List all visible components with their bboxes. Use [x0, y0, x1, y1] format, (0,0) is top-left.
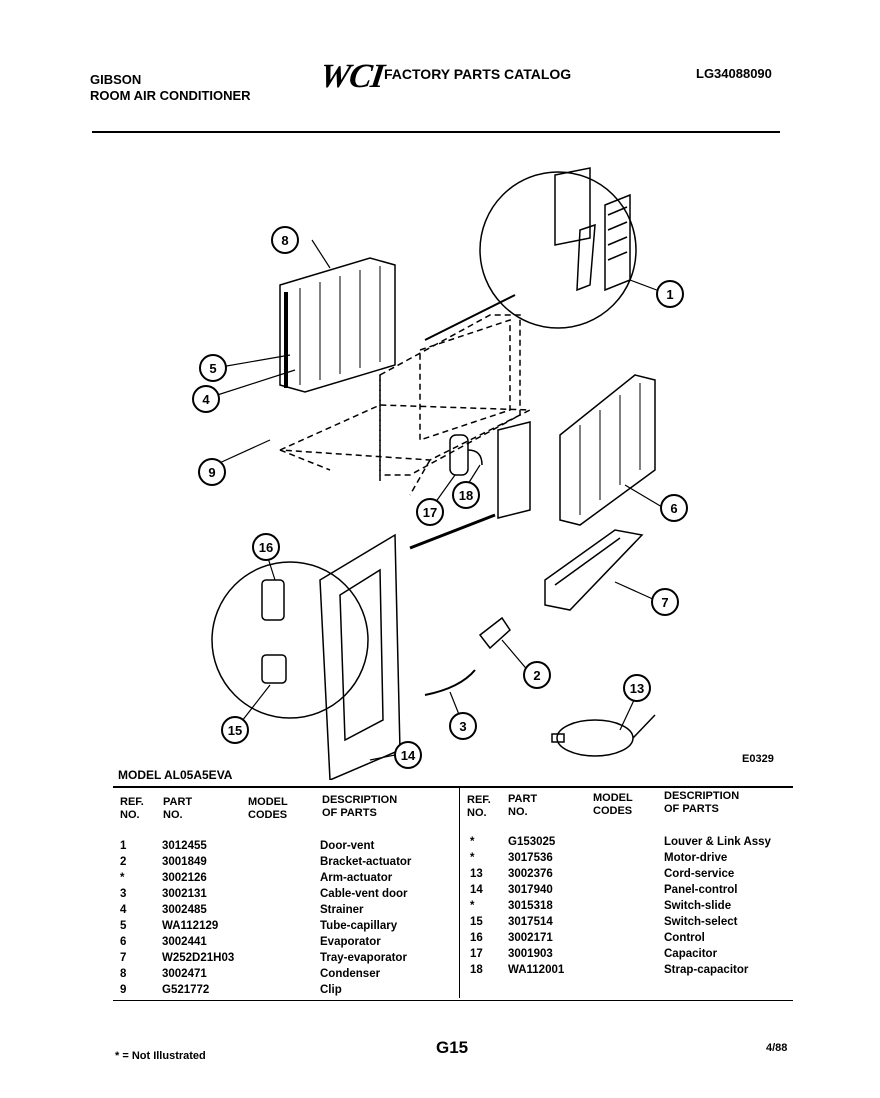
- callout-4: 4: [192, 385, 220, 413]
- control-detail-circle: [211, 561, 369, 719]
- figure-id: E0329: [742, 753, 774, 765]
- evaporator-part: [559, 374, 656, 526]
- catalog-number: LG34088090: [696, 66, 772, 81]
- catalog-date: 4/88: [766, 1042, 788, 1054]
- exploded-parts-diagram: 8 1 5 4 9 6 17 18 16 7 2 13 3 15 14: [192, 167, 688, 780]
- model-label: MODEL AL05A5EVA: [118, 768, 233, 782]
- svg-text:2: 2: [533, 668, 540, 683]
- door-vent-detail-circle: [479, 171, 637, 329]
- header-ref-no-left: REF.NO.: [120, 796, 144, 821]
- callout-18: 18: [452, 481, 480, 509]
- service-cord-part: [551, 714, 656, 757]
- callout-9: 9: [198, 458, 226, 486]
- callout-7: 7: [651, 588, 679, 616]
- svg-text:8: 8: [281, 233, 288, 248]
- header-ref-no-right: REF.NO.: [467, 794, 491, 819]
- callout-15: 15: [221, 716, 249, 744]
- callout-1: 1: [656, 280, 684, 308]
- svg-text:17: 17: [423, 505, 437, 520]
- tray-evaporator-part: [544, 529, 644, 611]
- svg-text:18: 18: [459, 488, 473, 503]
- callout-2: 2: [523, 661, 551, 689]
- condenser-part: [279, 257, 396, 393]
- panel-control-part: [319, 533, 401, 780]
- table-divider: [459, 788, 460, 998]
- brand-name: GIBSON: [90, 72, 142, 87]
- wci-logo: WCI: [317, 58, 386, 95]
- door-vent-part: [554, 167, 631, 292]
- cable-part: [424, 669, 476, 696]
- header-rule: [92, 131, 780, 133]
- svg-text:4: 4: [202, 392, 210, 407]
- svg-text:5: 5: [209, 361, 216, 376]
- product-name: ROOM AIR CONDITIONER: [90, 88, 251, 103]
- callout-17: 17: [416, 498, 444, 526]
- callout-13: 13: [623, 674, 651, 702]
- control-part: [261, 579, 287, 684]
- svg-text:9: 9: [208, 465, 215, 480]
- callout-3: 3: [449, 712, 477, 740]
- callout-14: 14: [394, 741, 422, 769]
- callout-8: 8: [271, 226, 299, 254]
- svg-text:1: 1: [666, 287, 673, 302]
- bracket-actuator-part: [478, 616, 511, 650]
- control-bracket-part: [497, 421, 531, 519]
- svg-text:14: 14: [401, 748, 416, 763]
- callout-5: 5: [199, 354, 227, 382]
- page-number: G15: [436, 1038, 469, 1057]
- callout-6: 6: [660, 494, 688, 522]
- parts-table: [113, 786, 793, 1001]
- cabinet-outline: [279, 314, 531, 496]
- catalog-title: FACTORY PARTS CATALOG: [384, 66, 572, 82]
- svg-text:13: 13: [630, 681, 644, 696]
- brand-block: GIBSON ROOM AIR CONDITIONER: [90, 72, 251, 104]
- not-illustrated-note: * = Not Illustrated: [115, 1050, 206, 1062]
- svg-text:15: 15: [228, 723, 242, 738]
- svg-text:7: 7: [661, 595, 668, 610]
- callout-16: 16: [252, 533, 280, 561]
- svg-text:3: 3: [459, 719, 466, 734]
- capacitor-part: [449, 434, 483, 476]
- svg-text:6: 6: [670, 501, 677, 516]
- svg-text:16: 16: [259, 540, 273, 555]
